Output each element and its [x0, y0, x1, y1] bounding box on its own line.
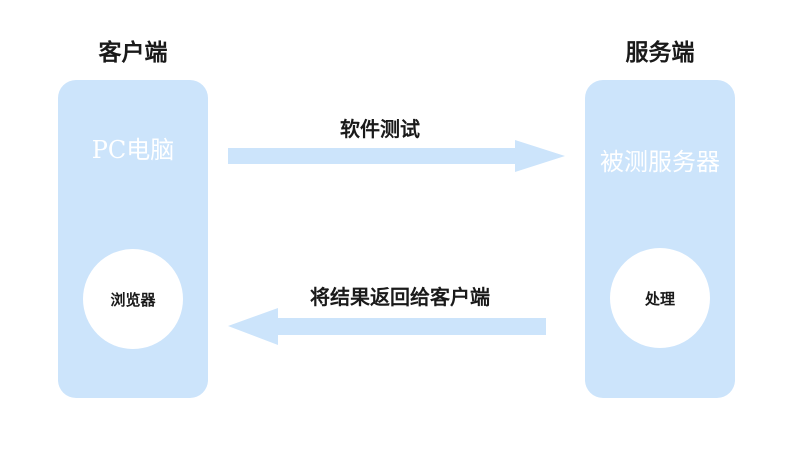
server-heading: 服务端: [625, 40, 695, 66]
server-panel: 被测服务器 处理: [585, 80, 735, 398]
browser-node: 浏览器: [83, 249, 183, 349]
request-arrow-label: 软件测试: [340, 117, 420, 141]
response-arrow: [228, 308, 546, 345]
process-label: 处理: [644, 289, 675, 308]
process-node: 处理: [610, 248, 710, 348]
response-arrow-label: 将结果返回给客户端: [310, 285, 490, 309]
server-device-label: 被测服务器: [600, 148, 720, 176]
client-device-label: PC电脑: [91, 136, 175, 164]
request-arrow: [228, 140, 565, 172]
client-panel: PC电脑 浏览器: [58, 80, 208, 398]
browser-label: 浏览器: [110, 290, 156, 309]
client-heading: 客户端: [98, 40, 168, 66]
